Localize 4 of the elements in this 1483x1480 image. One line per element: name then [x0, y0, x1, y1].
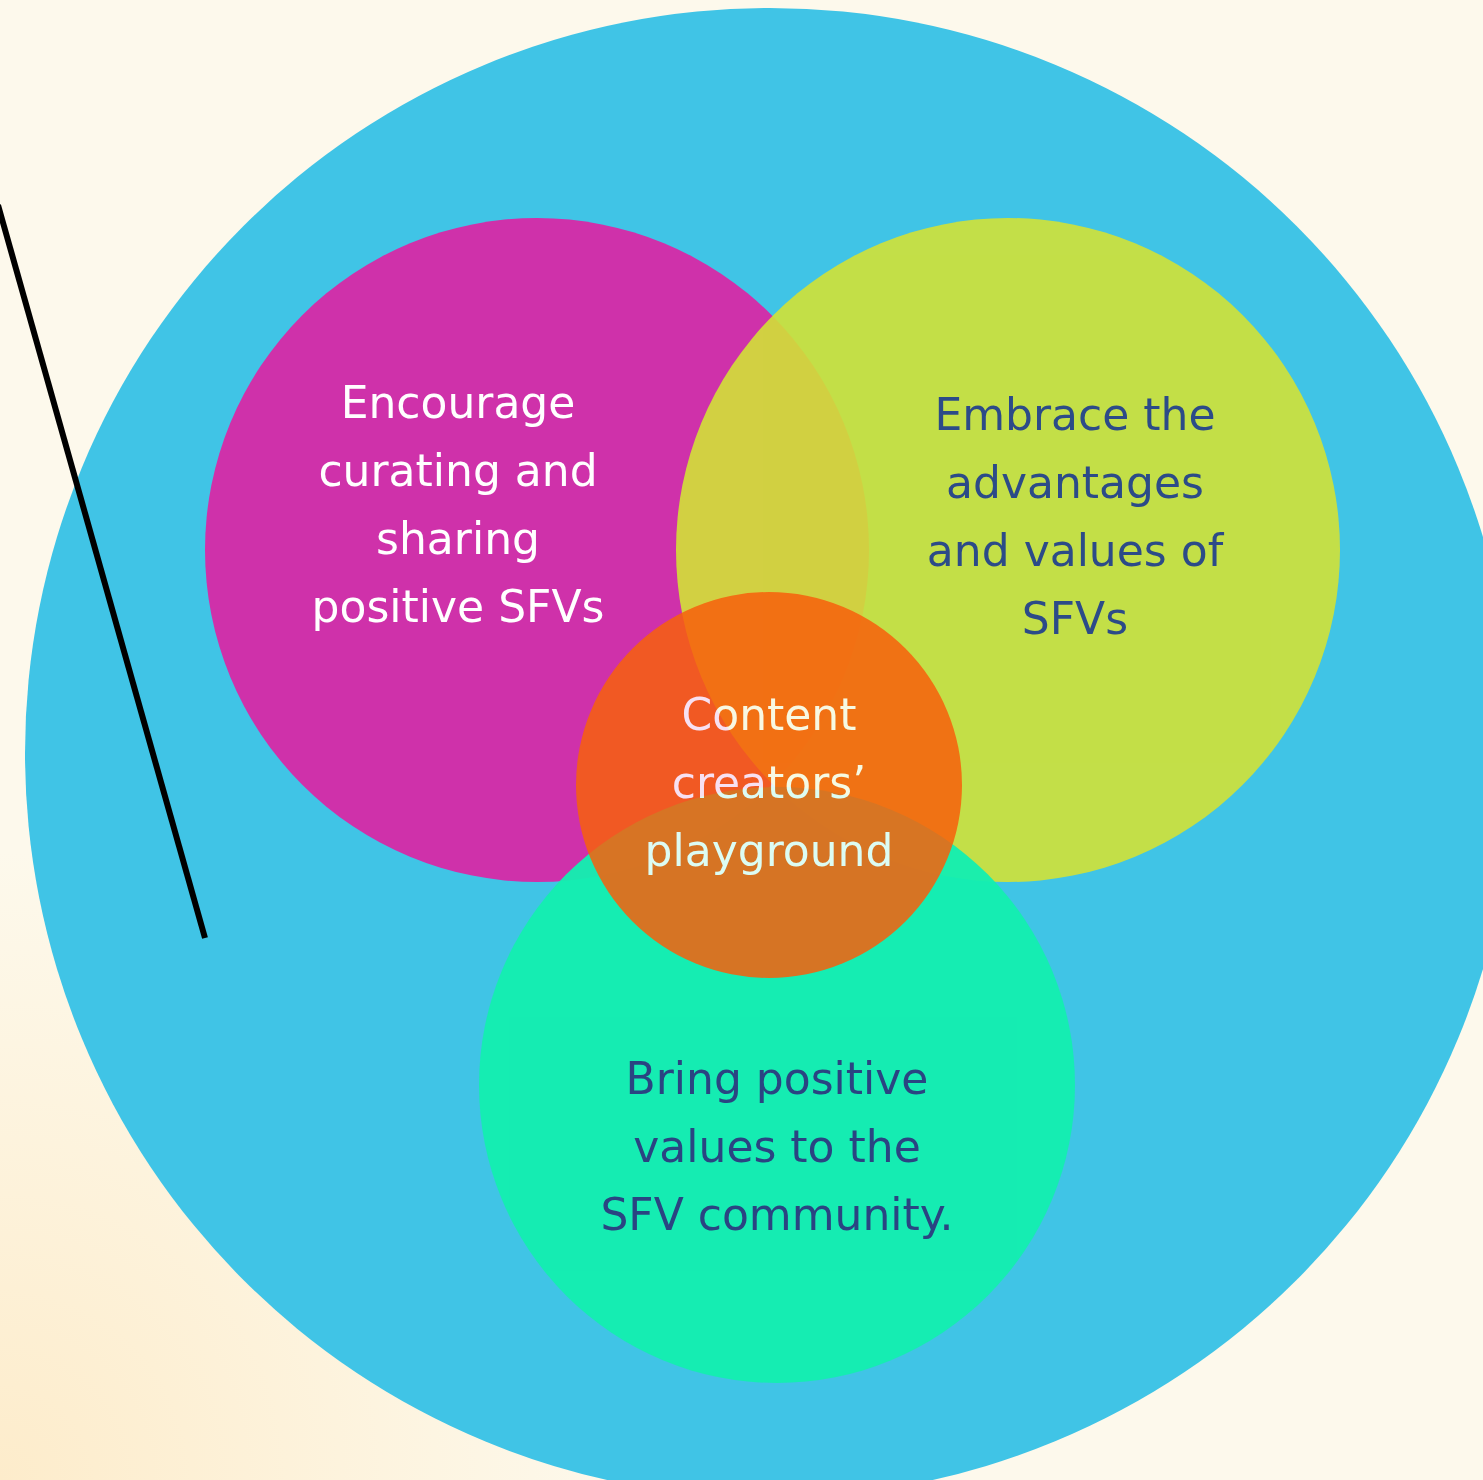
circle-label: Embrace the advantages and values of SFVs — [925, 387, 1225, 647]
circle-label: Encourage curating and sharing positive SFVs — [310, 375, 606, 635]
circle-label: Bring positive values to the SFV community. — [599, 1051, 955, 1243]
circle-label: Content creators’ playground — [643, 687, 895, 879]
